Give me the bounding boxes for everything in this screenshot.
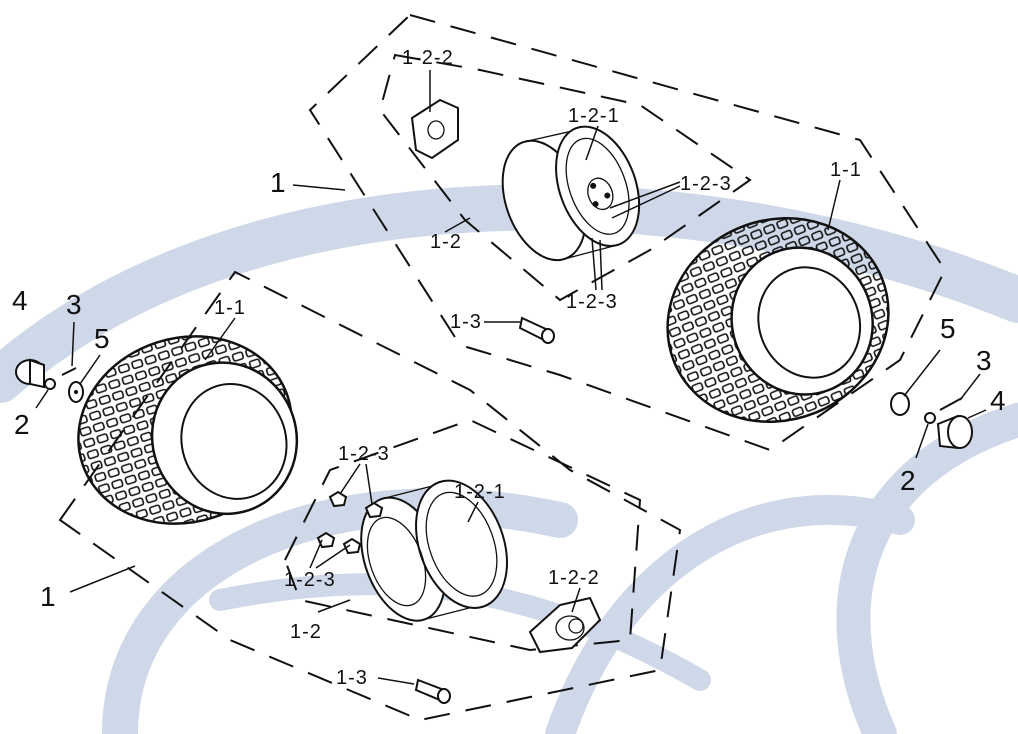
washer-left bbox=[68, 381, 84, 403]
label-1-top: 1 bbox=[270, 167, 287, 198]
label-1-2-top: 1-2 bbox=[430, 231, 462, 253]
label-2-right: 2 bbox=[900, 465, 917, 496]
hub-cap-right bbox=[936, 414, 973, 450]
assembly-outline-bottom bbox=[58, 270, 682, 722]
label-1-2-2-top: 1-2-2 bbox=[402, 47, 454, 69]
label-1-2-1-bottom: 1-2-1 bbox=[454, 481, 506, 503]
label-1-2-bottom: 1-2 bbox=[290, 621, 322, 643]
label-1-3-bottom: 1-3 bbox=[336, 667, 368, 689]
nut-left bbox=[44, 378, 56, 390]
hub-flange-bottom bbox=[528, 596, 602, 654]
valve-stem-top bbox=[518, 316, 555, 344]
label-3-left: 3 bbox=[66, 289, 83, 320]
label-1-1-right: 1-1 bbox=[830, 159, 862, 181]
label-4-right: 4 bbox=[990, 385, 1007, 416]
label-1-2-3-top-below: 1-2-3 bbox=[566, 291, 618, 313]
label-1-2-3-bottom-below: 1-2-3 bbox=[284, 569, 336, 591]
label-1-2-1-top: 1-2-1 bbox=[568, 105, 620, 127]
label-1-2-2-bottom: 1-2-2 bbox=[548, 567, 600, 589]
label-2-left: 2 bbox=[14, 409, 31, 440]
label-4-left: 4 bbox=[12, 285, 29, 316]
label-5-right: 5 bbox=[940, 313, 957, 344]
label-1-1-left: 1-1 bbox=[214, 297, 246, 319]
cotter-pin-left bbox=[61, 367, 77, 376]
hub-cap-left bbox=[15, 358, 45, 389]
label-1-3-top: 1-3 bbox=[450, 311, 482, 333]
label-1-2-3-top-right: 1-2-3 bbox=[680, 173, 732, 195]
label-5-left: 5 bbox=[94, 323, 111, 354]
cotter-pin-right bbox=[939, 397, 963, 411]
label-1-bottom: 1 bbox=[40, 581, 57, 612]
tire-left bbox=[77, 335, 299, 525]
valve-stem-bottom bbox=[414, 678, 451, 704]
label-3-right: 3 bbox=[976, 345, 993, 376]
wheel-rim-bottom bbox=[360, 479, 508, 622]
washer-right bbox=[890, 392, 910, 416]
hub-flange-top bbox=[410, 98, 459, 160]
nut-right bbox=[924, 412, 936, 424]
label-1-2-3-bottom-above: 1-2-3 bbox=[338, 443, 390, 465]
leader-lines bbox=[35, 70, 987, 685]
assembly-outline-top bbox=[308, 13, 947, 452]
wheel-rim-top bbox=[501, 125, 641, 262]
tire-right bbox=[666, 216, 890, 424]
